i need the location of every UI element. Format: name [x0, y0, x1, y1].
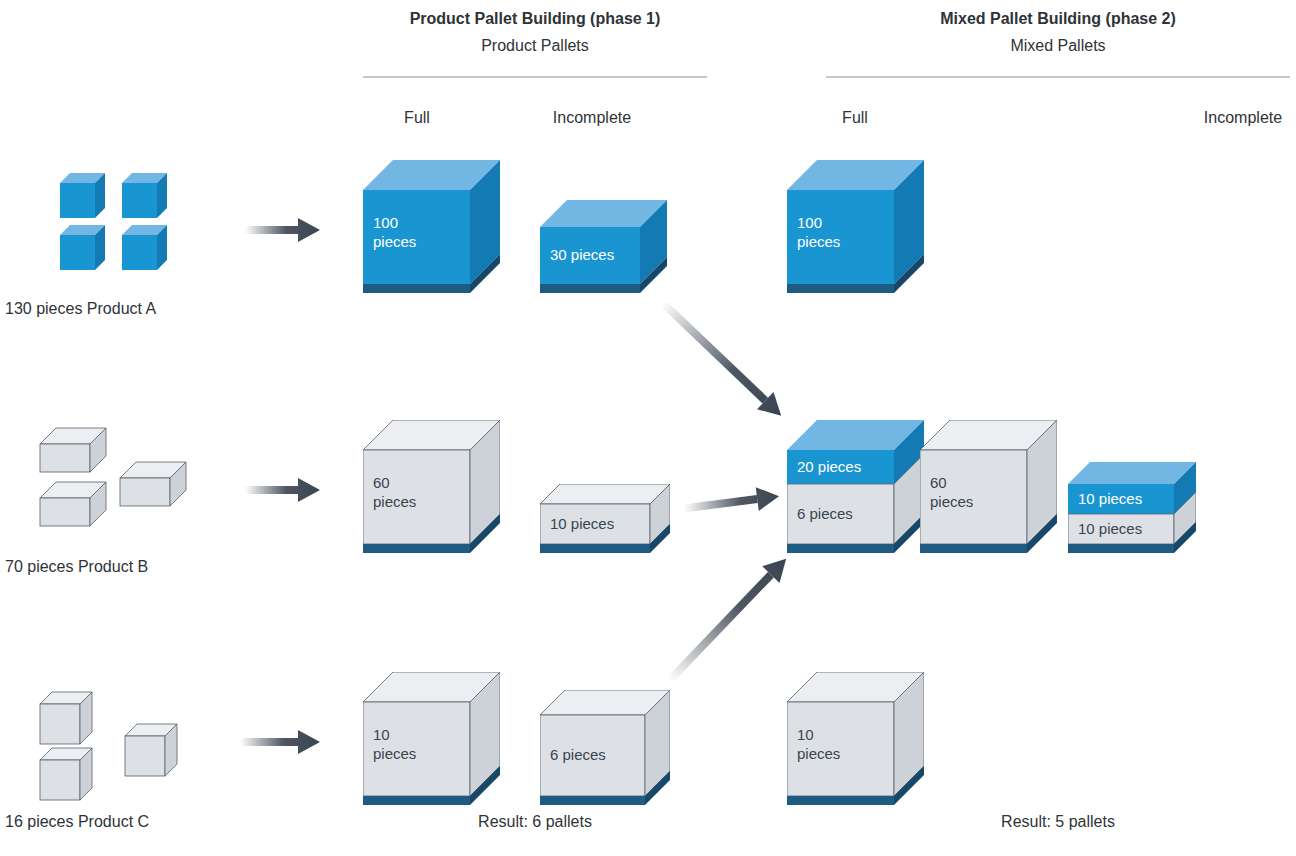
- label: Result: 6 pallets: [478, 812, 592, 831]
- pallet-count: 20 pieces: [797, 458, 861, 477]
- header-rule: [826, 77, 1290, 78]
- label: Incomplete: [553, 108, 631, 127]
- pallet-count: 30 pieces: [550, 246, 614, 265]
- pallet: 10 pieces 10 pieces: [1068, 462, 1196, 553]
- pallet: 10 pieces: [540, 484, 670, 553]
- pallet-count: 60 pieces: [373, 474, 431, 512]
- pallet-shape: [1068, 462, 1196, 553]
- pallet-count: 6 pieces: [797, 505, 853, 524]
- pallet-count: 10 pieces: [797, 726, 855, 764]
- label: Result: 5 pallets: [1001, 812, 1115, 831]
- flow-arrow: [245, 218, 320, 242]
- pallet: 20 pieces 6 pieces: [787, 420, 924, 553]
- label: Mixed Pallets: [1010, 36, 1105, 55]
- pallet: 100 pieces: [363, 160, 500, 293]
- pallet-count: 10 pieces: [373, 726, 431, 764]
- flow-arrow: [667, 559, 786, 683]
- pallet-count: 10 pieces: [1078, 520, 1142, 539]
- pallet: 60 pieces: [920, 420, 1057, 553]
- label: Incomplete: [1204, 108, 1282, 127]
- pallet-count: 10 pieces: [550, 515, 614, 534]
- pallet: 10 pieces: [363, 672, 500, 805]
- pallet: 6 pieces: [540, 690, 670, 805]
- header-rule: [363, 77, 707, 78]
- product-icons: [40, 173, 186, 800]
- section-heading: Product Pallet Building (phase 1): [410, 9, 661, 28]
- flow-arrow: [240, 730, 320, 754]
- pallet-shape: [787, 420, 924, 553]
- pallet-count: 60 pieces: [930, 474, 988, 512]
- flow-arrow: [660, 300, 782, 416]
- pallet-count: 100 pieces: [797, 214, 855, 252]
- pallet: 30 pieces: [540, 200, 667, 293]
- section-heading: Mixed Pallet Building (phase 2): [940, 9, 1176, 28]
- label: 16 pieces Product C: [5, 812, 149, 831]
- label: Product Pallets: [481, 36, 589, 55]
- pallet-count: 10 pieces: [1078, 490, 1142, 509]
- pallet: 10 pieces: [787, 672, 924, 805]
- flow-arrow: [683, 487, 779, 512]
- pallet: 100 pieces: [787, 160, 924, 293]
- pallet: 60 pieces: [363, 420, 500, 553]
- label: Full: [842, 108, 868, 127]
- label: 130 pieces Product A: [5, 299, 156, 318]
- label: 70 pieces Product B: [5, 557, 148, 576]
- pallet-count: 6 pieces: [550, 746, 606, 765]
- label: Full: [404, 108, 430, 127]
- flow-arrow: [245, 478, 320, 502]
- pallet-count: 100 pieces: [373, 214, 431, 252]
